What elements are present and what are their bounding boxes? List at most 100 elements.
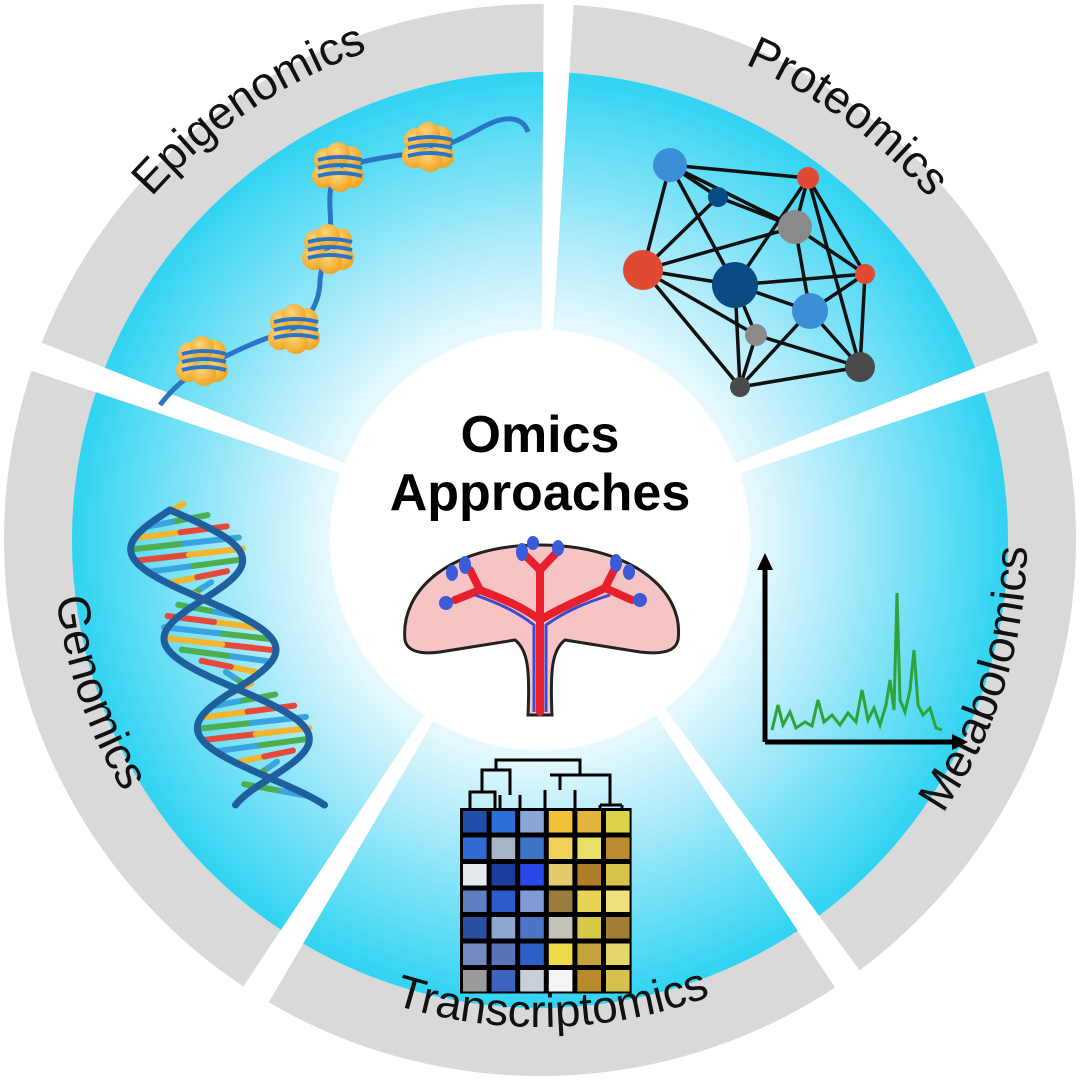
dna-base-pair	[165, 635, 226, 648]
heatmap-cell	[463, 917, 487, 939]
heatmap-cell	[491, 917, 516, 939]
heatmap-cell	[606, 811, 630, 833]
heatmap-cell	[577, 890, 601, 912]
nucleosome	[402, 122, 454, 172]
heatmap-cell	[606, 837, 630, 859]
dna-base-pair	[178, 646, 230, 659]
heatmap-icon	[460, 758, 632, 994]
heatmap-cell	[548, 917, 573, 939]
dna-base-pair	[194, 719, 255, 732]
dna-base-pair	[185, 545, 246, 558]
dna-helix-icon	[127, 500, 328, 809]
network-icon	[623, 148, 875, 397]
network-edge	[806, 177, 862, 368]
dna-base-pair	[212, 742, 263, 755]
heatmap-cell	[520, 864, 544, 886]
network-edge	[641, 268, 742, 389]
heatmap-cell	[491, 970, 516, 992]
dna-base-pair	[197, 708, 251, 721]
dna-base-pair	[198, 657, 234, 670]
heatmap-cell	[606, 970, 630, 992]
network-node	[730, 377, 750, 397]
network-edge	[669, 163, 809, 180]
heatmap-cell	[520, 890, 544, 912]
dna-base-pair	[131, 529, 184, 542]
heatmap-cell	[548, 864, 573, 886]
heatmap-cell	[520, 917, 544, 939]
heatmap-cell	[577, 864, 601, 886]
heatmap-cell	[520, 943, 544, 965]
dna-base-pair	[194, 568, 230, 581]
nucleosome	[302, 224, 354, 274]
dna-base-pair	[199, 731, 259, 744]
network-node	[712, 262, 758, 308]
nucleosome	[176, 336, 228, 386]
network-edge	[755, 333, 861, 369]
heatmap-cell	[491, 890, 516, 912]
network-node	[845, 352, 875, 382]
center-title-line1: Omics	[461, 406, 620, 464]
heatmap-cell	[491, 811, 516, 833]
dna-base-pair	[244, 702, 298, 715]
dna-base-pair	[144, 562, 197, 575]
dna-base-pair	[160, 624, 222, 637]
network-node	[778, 210, 812, 244]
network-node	[708, 187, 728, 207]
network-edge	[669, 163, 796, 229]
heatmap-cell	[491, 837, 516, 859]
dna-base-pair	[223, 652, 275, 665]
dna-base-pair	[177, 523, 230, 536]
dna-base-pair	[198, 579, 215, 592]
network-node	[792, 293, 828, 329]
heatmap-cell	[577, 811, 601, 833]
heatmap-cell	[577, 917, 601, 939]
heatmap-cell	[577, 837, 601, 859]
heatmap-cell	[548, 837, 573, 859]
dna-base-pair	[227, 663, 263, 676]
network-node	[623, 250, 663, 290]
nucleosome	[312, 142, 364, 192]
network-edge	[806, 177, 867, 275]
heatmap-cell	[463, 864, 487, 886]
dna-base-pair	[222, 669, 238, 682]
heatmap-cell	[520, 811, 544, 833]
heatmap-cell	[520, 837, 544, 859]
dna-base-pair	[215, 630, 276, 643]
dna-base-pair	[265, 758, 280, 771]
heatmap-cell	[520, 970, 544, 992]
heatmap-cell	[463, 811, 487, 833]
nucleosome	[268, 304, 320, 354]
heatmap-cell	[548, 811, 573, 833]
heatmap-cell	[463, 837, 487, 859]
heatmap-cell	[463, 970, 487, 992]
network-node	[855, 264, 875, 284]
center-title-line2: Approaches	[390, 464, 691, 522]
heatmap-cell	[491, 864, 516, 886]
heatmap-cell	[606, 890, 630, 912]
heatmap-cell	[491, 943, 516, 965]
dna-base-pair	[252, 725, 313, 738]
dna-base-pair	[256, 736, 308, 749]
heatmap-cell	[577, 970, 601, 992]
network-edge	[858, 273, 867, 368]
dna-base-pair	[261, 747, 296, 760]
heatmap-cell	[548, 890, 573, 912]
lung-airway-icon	[403, 536, 681, 717]
heatmap-cell	[606, 864, 630, 886]
heatmap-cell	[463, 943, 487, 965]
spectrum-chart-icon	[757, 553, 968, 750]
dna-base-pair	[190, 556, 242, 569]
dna-base-pair	[132, 551, 192, 564]
heatmap-cell	[606, 943, 630, 965]
heatmap-cell	[548, 970, 573, 992]
heatmap-cell	[463, 890, 487, 912]
heatmap-cell	[548, 943, 573, 965]
heatmap-cell	[577, 943, 601, 965]
network-node	[797, 167, 819, 189]
network-node	[745, 324, 767, 346]
dna-base-pair	[127, 540, 188, 553]
heatmap-cell	[606, 917, 630, 939]
network-node	[653, 148, 687, 182]
network-edge	[739, 365, 861, 389]
